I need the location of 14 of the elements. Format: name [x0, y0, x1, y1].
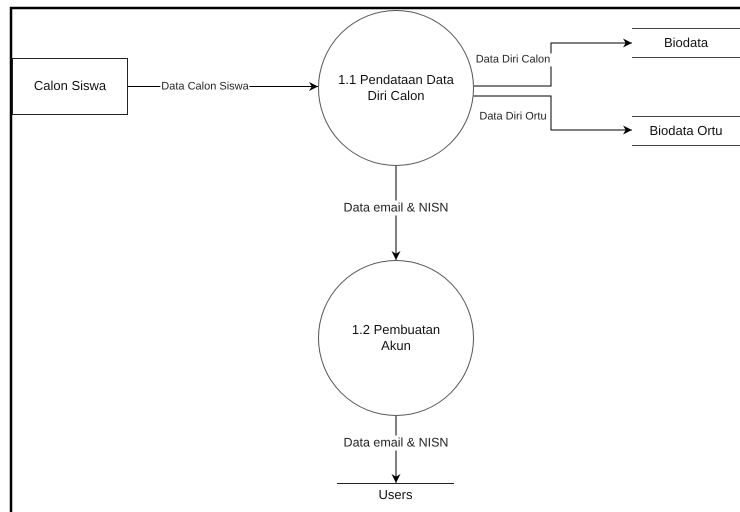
node-label: Calon Siswa	[34, 78, 106, 95]
edge-label: Data email & NISN	[342, 436, 450, 450]
arrow	[473, 38, 632, 86]
edge-label: Data Diri Calon	[474, 53, 552, 67]
arrow	[473, 96, 632, 134]
data-store	[632, 28, 740, 58]
node-label: 1.1 Pendataan Data Diri Calon	[337, 72, 455, 104]
external-entity-box	[12, 58, 128, 115]
node-label: 1.2 Pembuatan Akun	[350, 322, 442, 354]
edge-label: Data email & NISN	[342, 200, 450, 216]
node-label: Biodata	[664, 34, 708, 52]
node-label: Biodata Ortu	[650, 122, 722, 140]
data-store	[632, 116, 740, 146]
node-label: Users	[378, 487, 412, 504]
